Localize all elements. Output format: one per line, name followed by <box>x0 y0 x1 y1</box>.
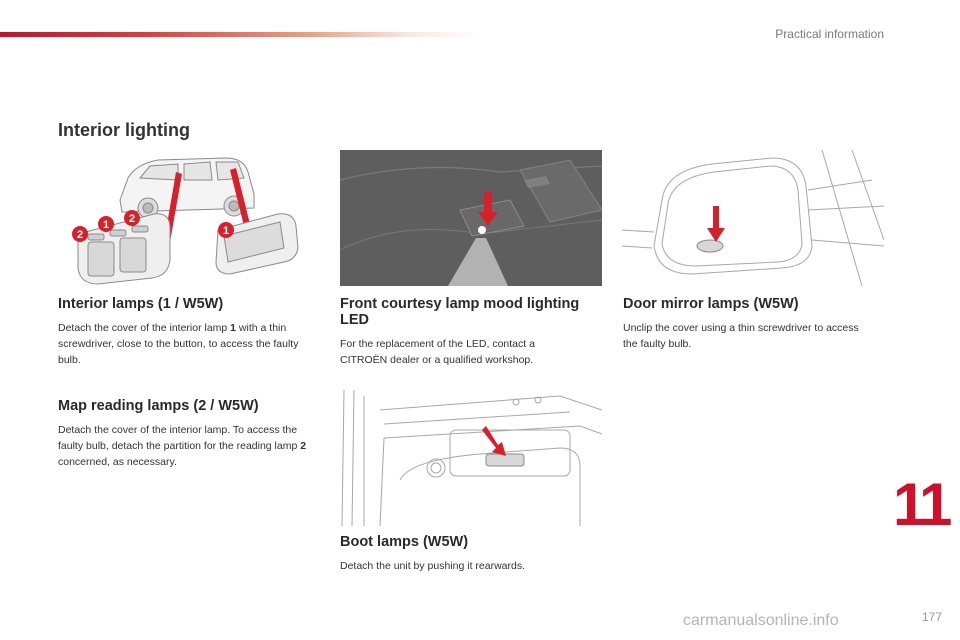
svg-text:1: 1 <box>223 225 229 237</box>
interior-lamps-body: Detach the cover of the interior lamp 1 … <box>58 322 299 366</box>
arrow-icon <box>707 206 725 242</box>
chapter-label: Practical information <box>775 27 884 41</box>
car-icon <box>119 157 255 219</box>
interior-lamps-illustration: 2 1 2 1 <box>72 157 299 285</box>
boot-lamps-body: Detach the unit by pushing it rearwards. <box>340 560 526 572</box>
courtesy-lamp-illustration <box>340 150 602 286</box>
arrow-icon <box>482 426 506 456</box>
arrow-icon <box>478 192 498 226</box>
header-color-bar <box>0 32 480 37</box>
interior-lamps-title: Interior lamps (1 / W5W) <box>58 296 224 312</box>
badge-1-left: 1 <box>98 216 114 232</box>
mirror-lamps-section: Door mirror lamps (W5W) Unclip the cover… <box>623 296 873 352</box>
svg-text:1: 1 <box>103 219 109 231</box>
mirror-lamps-title: Door mirror lamps (W5W) <box>623 296 799 312</box>
boot-lamp-illustration <box>341 390 602 526</box>
courtesy-lamp-title: Front courtesy lamp mood lighting LED <box>340 296 580 328</box>
map-lamps-section: Map reading lamps (2 / W5W) Detach the c… <box>58 398 310 470</box>
badge-2-left: 2 <box>72 226 88 242</box>
courtesy-lamp-section: Front courtesy lamp mood lighting LED Fo… <box>340 296 580 368</box>
boot-lamps-title: Boot lamps (W5W) <box>340 534 469 550</box>
door-mirror-illustration <box>622 150 884 286</box>
courtesy-lamp-body: For the replacement of the LED, contact … <box>340 338 535 366</box>
svg-text:2: 2 <box>129 213 135 225</box>
map-lamps-title: Map reading lamps (2 / W5W) <box>58 398 259 414</box>
chapter-number: 11 <box>893 471 952 538</box>
interior-lamps-section: Interior lamps (1 / W5W) Detach the cove… <box>58 296 310 368</box>
section-title: Interior lighting <box>58 120 190 140</box>
badge-2-right: 2 <box>124 210 140 226</box>
boot-lamps-section: Boot lamps (W5W) Detach the unit by push… <box>340 534 592 574</box>
watermark: carmanualsonline.info <box>683 612 839 629</box>
arrow-icon <box>230 168 250 226</box>
interior-lamp-unit <box>215 213 299 275</box>
map-reading-lamp-unit <box>77 213 171 285</box>
mirror-lamps-body: Unclip the cover using a thin screwdrive… <box>623 322 859 350</box>
map-lamps-body: Detach the cover of the interior lamp. T… <box>58 424 307 468</box>
svg-text:2: 2 <box>77 229 83 241</box>
badge-1-interior: 1 <box>218 222 234 238</box>
page-number: 177 <box>921 610 942 624</box>
